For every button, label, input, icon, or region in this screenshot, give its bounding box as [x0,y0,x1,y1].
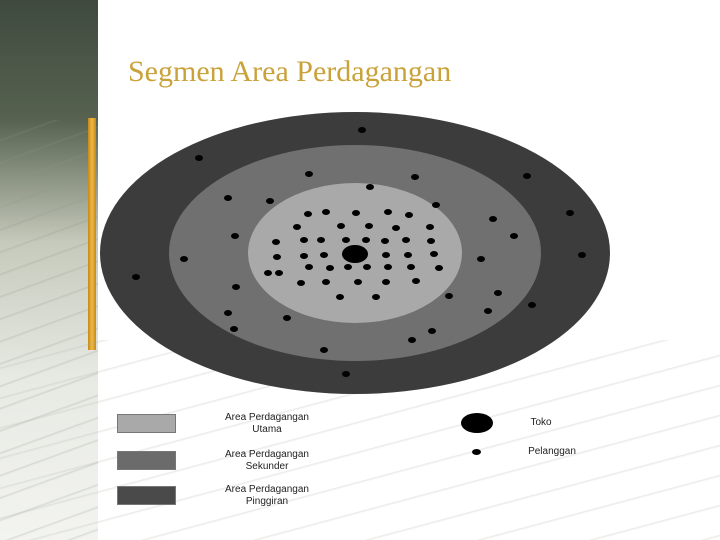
customer-dot [402,237,410,243]
legend-swatch-fringe [117,486,176,505]
customer-dot [408,337,416,343]
customer-dot [300,253,308,259]
customer-dot [405,212,413,218]
customer-dot [382,252,390,258]
customer-dot [445,293,453,299]
customer-dot [300,237,308,243]
customer-dot [132,274,140,280]
customer-dot [428,328,436,334]
legend-swatch-secondary [117,451,176,470]
legend-label-store: Toko [530,417,552,428]
customer-dot [297,280,305,286]
decorative-side-band [0,0,98,540]
customer-dot [354,279,362,285]
customer-dot [381,238,389,244]
customer-dot [484,308,492,314]
legend-swatch-primary [117,414,176,433]
store-marker [342,245,368,263]
customer-dot [382,279,390,285]
customer-dot [320,347,328,353]
customer-dot [275,270,283,276]
customer-dot [384,209,392,215]
customer-dot [510,233,518,239]
customer-dot [232,284,240,290]
customer-dot [304,211,312,217]
customer-dots [132,127,586,377]
customer-dot [528,302,536,308]
customer-dot [392,225,400,231]
customer-dot [336,294,344,300]
customer-dot [352,210,360,216]
slide-title: Segmen Area Perdagangan [128,55,452,88]
customer-dot [272,239,280,245]
legend-label-primary: Area Perdagangan Utama [225,412,309,435]
customer-dot [231,233,239,239]
legend-label-fringe: Area Perdagangan Pinggiran [225,484,309,507]
customer-dot [523,173,531,179]
legend-store-dot [461,413,493,433]
customer-dot [224,195,232,201]
customer-dot [224,310,232,316]
customer-dot [322,279,330,285]
customer-dot [317,237,325,243]
legend-label-customer: Pelanggan [528,446,576,457]
customer-dot [489,216,497,222]
customer-dot [230,326,238,332]
customer-dot [342,371,350,377]
customer-dot [322,209,330,215]
customer-dot [494,290,502,296]
customer-dot [195,155,203,161]
customer-dot [578,252,586,258]
customer-dot [372,294,380,300]
customer-dot [411,174,419,180]
customer-dot [366,184,374,190]
customer-dot [362,237,370,243]
legend-customer-dot [472,449,481,455]
customer-dot [430,251,438,257]
customer-dot [180,256,188,262]
trade-area-diagram [100,112,610,394]
customer-dot [342,237,350,243]
decorative-sheen [0,120,98,540]
customer-dot [435,265,443,271]
legend-label-secondary: Area Perdagangan Sekunder [225,449,309,472]
customer-dot [344,264,352,270]
customer-dot [266,198,274,204]
customer-dot [293,224,301,230]
customer-dot [432,202,440,208]
customer-dot [326,265,334,271]
customer-dot [407,264,415,270]
customer-dot [566,210,574,216]
customer-dot [358,127,366,133]
customer-dot [412,278,420,284]
customer-dot [426,224,434,230]
customer-dot [264,270,272,276]
customer-dot [283,315,291,321]
accent-bar [88,118,96,350]
customer-dot [365,223,373,229]
customer-dot [404,252,412,258]
customer-dot [363,264,371,270]
customer-dot [477,256,485,262]
customer-dot [337,223,345,229]
customer-dot [384,264,392,270]
customer-dot [427,238,435,244]
customer-dot [305,264,313,270]
customer-dot [320,252,328,258]
customer-dot [305,171,313,177]
customer-dot [273,254,281,260]
